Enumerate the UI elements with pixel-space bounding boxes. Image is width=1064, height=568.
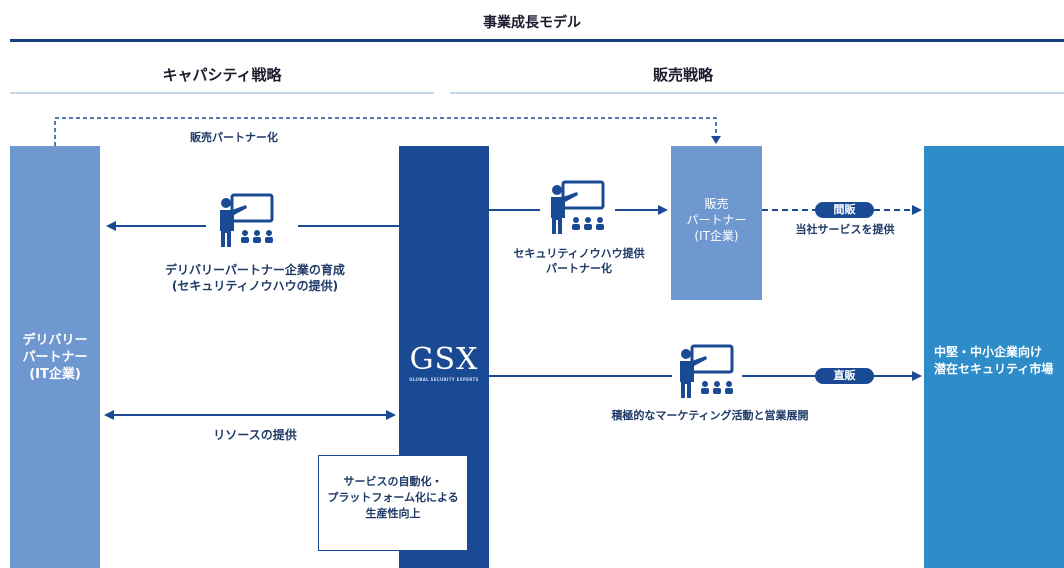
- delivery-partner-column: デリバリー パートナー (IT企業): [10, 146, 100, 568]
- gsx-logo-subtitle: GLOBAL SECURITY EXPERTS: [409, 377, 479, 382]
- automation-box: サービスの自動化・ プラットフォーム化による 生産性向上: [318, 455, 468, 551]
- section-sales-rule: [450, 92, 1064, 94]
- resource-provision-label: リソースの提供: [213, 428, 297, 442]
- marketing-label: 積極的なマーケティング活動と営業展開: [611, 409, 809, 422]
- sales-partner-text: 販売 パートナー (IT企業): [686, 197, 747, 243]
- market-text: 中堅・中小企業向け 潜在セキュリティ市場: [934, 345, 1054, 376]
- market-column: 中堅・中小企業向け 潜在セキュリティ市場: [924, 146, 1064, 568]
- section-sales-title: 販売戦略: [652, 66, 713, 84]
- delivery-training-label: デリバリーパートナー企業の育成 (セキュリティノウハウの提供): [165, 263, 345, 293]
- gsx-logo: GSX: [409, 342, 479, 377]
- sales-partnering-label: 販売パートナー化: [190, 131, 278, 144]
- know-how-label: セキュリティノウハウ提供 パートナー化: [513, 247, 645, 275]
- direct-sales-badge: 直販: [815, 368, 874, 384]
- section-capacity-title: キャパシティ戦略: [162, 66, 282, 84]
- title-rule: [10, 39, 1064, 42]
- section-capacity-rule: [10, 92, 434, 94]
- presenter-board-icon: [680, 344, 734, 398]
- presenter-board-icon: [220, 193, 274, 247]
- sales-partner-column: 販売 パートナー (IT企業): [671, 146, 762, 300]
- indirect-sales-badge: 間販: [815, 202, 874, 218]
- diagram-title: 事業成長モデル: [483, 15, 581, 31]
- delivery-partner-text: デリバリー パートナー (IT企業): [22, 333, 88, 382]
- presenter-board-icon: [551, 180, 605, 234]
- indirect-sales-description: 当社サービスを提供: [795, 223, 895, 236]
